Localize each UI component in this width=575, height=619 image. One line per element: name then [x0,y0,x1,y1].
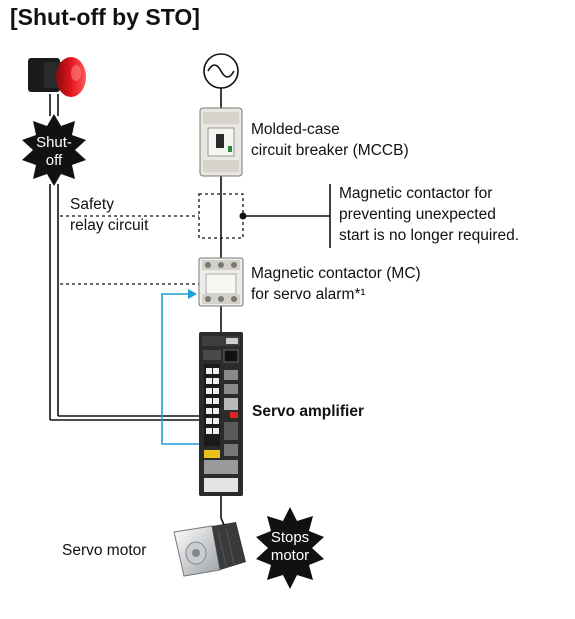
mc-label-line1: Magnetic contactor (MC) [251,265,421,282]
arrow-icon [188,289,197,299]
stops-motor-burst-icon [256,507,324,589]
magnetic-contactor-icon [198,257,244,307]
mc-label: Magnetic contactor (MC) for servo alarm*… [251,263,421,305]
note-label: Magnetic contactor for preventing unexpe… [339,183,519,246]
servo-amplifier-label: Servo amplifier [252,401,364,422]
shutoff-badge-line2: off [45,152,63,169]
stops-motor-badge: Stops motor [262,529,318,565]
junction-dot [239,212,247,220]
stop-signal-wires [49,94,212,421]
note-label-line3: start is no longer required. [339,227,520,244]
stops-badge-line2: motor [270,547,310,564]
note-label-line2: preventing unexpected [339,206,496,223]
note-leader-line [243,184,331,248]
safety-relay-label-line1: Safety [70,196,114,213]
safety-relay-label: Safety relay circuit [70,194,148,236]
emergency-stop-button-icon [28,57,86,97]
safety-relay-label-line2: relay circuit [70,217,149,234]
mccb-label-line1: Molded-case [251,121,340,138]
page-title: [Shut-off by STO] [10,4,200,30]
mccb-icon [199,107,243,177]
stops-badge-line1: Stops [270,529,310,546]
shutoff-burst-icon [22,114,86,186]
mccb-label-line2: circuit breaker (MCCB) [251,142,409,159]
shutoff-badge: Shut- off [30,134,78,170]
servo-motor-icon [173,517,246,577]
mccb-label: Molded-case circuit breaker (MCCB) [251,119,409,161]
note-label-line1: Magnetic contactor for [339,185,493,202]
shutoff-badge-line1: Shut- [36,134,72,151]
servo-alarm-signal-line [161,293,212,445]
servo-motor-label: Servo motor [62,542,147,559]
servo-amplifier-icon [199,332,243,496]
ac-power-source-icon [203,53,239,89]
mc-label-line2: for servo alarm*¹ [251,286,366,303]
servo-amplifier-label-text: Servo amplifier [252,403,364,420]
